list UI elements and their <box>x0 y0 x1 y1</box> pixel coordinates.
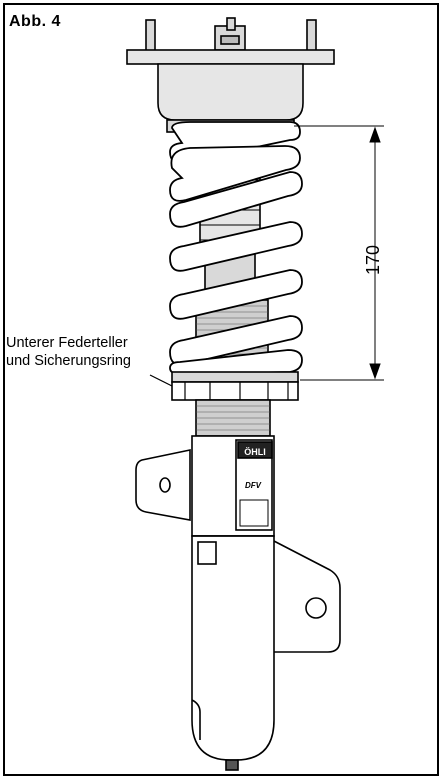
figure-label: Abb. 4 <box>9 13 61 30</box>
dimension-170 <box>294 125 384 381</box>
brand-badge <box>237 441 273 459</box>
callout-label: Unterer Federteller und Sicherungsring <box>6 334 131 370</box>
bottom-nut <box>225 759 239 771</box>
lock-ring <box>171 381 299 401</box>
lower-spring-seat <box>171 371 299 383</box>
callout-line-2: und Sicherungsring <box>6 353 131 369</box>
top-mount-housing <box>157 63 304 121</box>
strut-tube-lower <box>191 535 275 761</box>
lock-ring-notches <box>184 382 289 400</box>
callout-line-1: Unterer Federteller <box>6 335 128 351</box>
tube-tab <box>197 541 217 565</box>
coil-spring <box>169 121 303 375</box>
top-mount-plate <box>126 49 335 65</box>
thread-lines-lower <box>196 405 270 431</box>
left-bracket-hole <box>159 477 171 493</box>
right-bracket <box>271 538 341 653</box>
info-sticker <box>239 499 269 527</box>
mount-studs <box>145 17 317 53</box>
brand-text: ÖHLI <box>244 447 266 457</box>
callout-leader <box>149 374 173 387</box>
dimension-value: 170 <box>363 244 383 276</box>
brand-sub-text: DFV <box>245 481 262 490</box>
right-bracket-hole <box>305 597 327 619</box>
